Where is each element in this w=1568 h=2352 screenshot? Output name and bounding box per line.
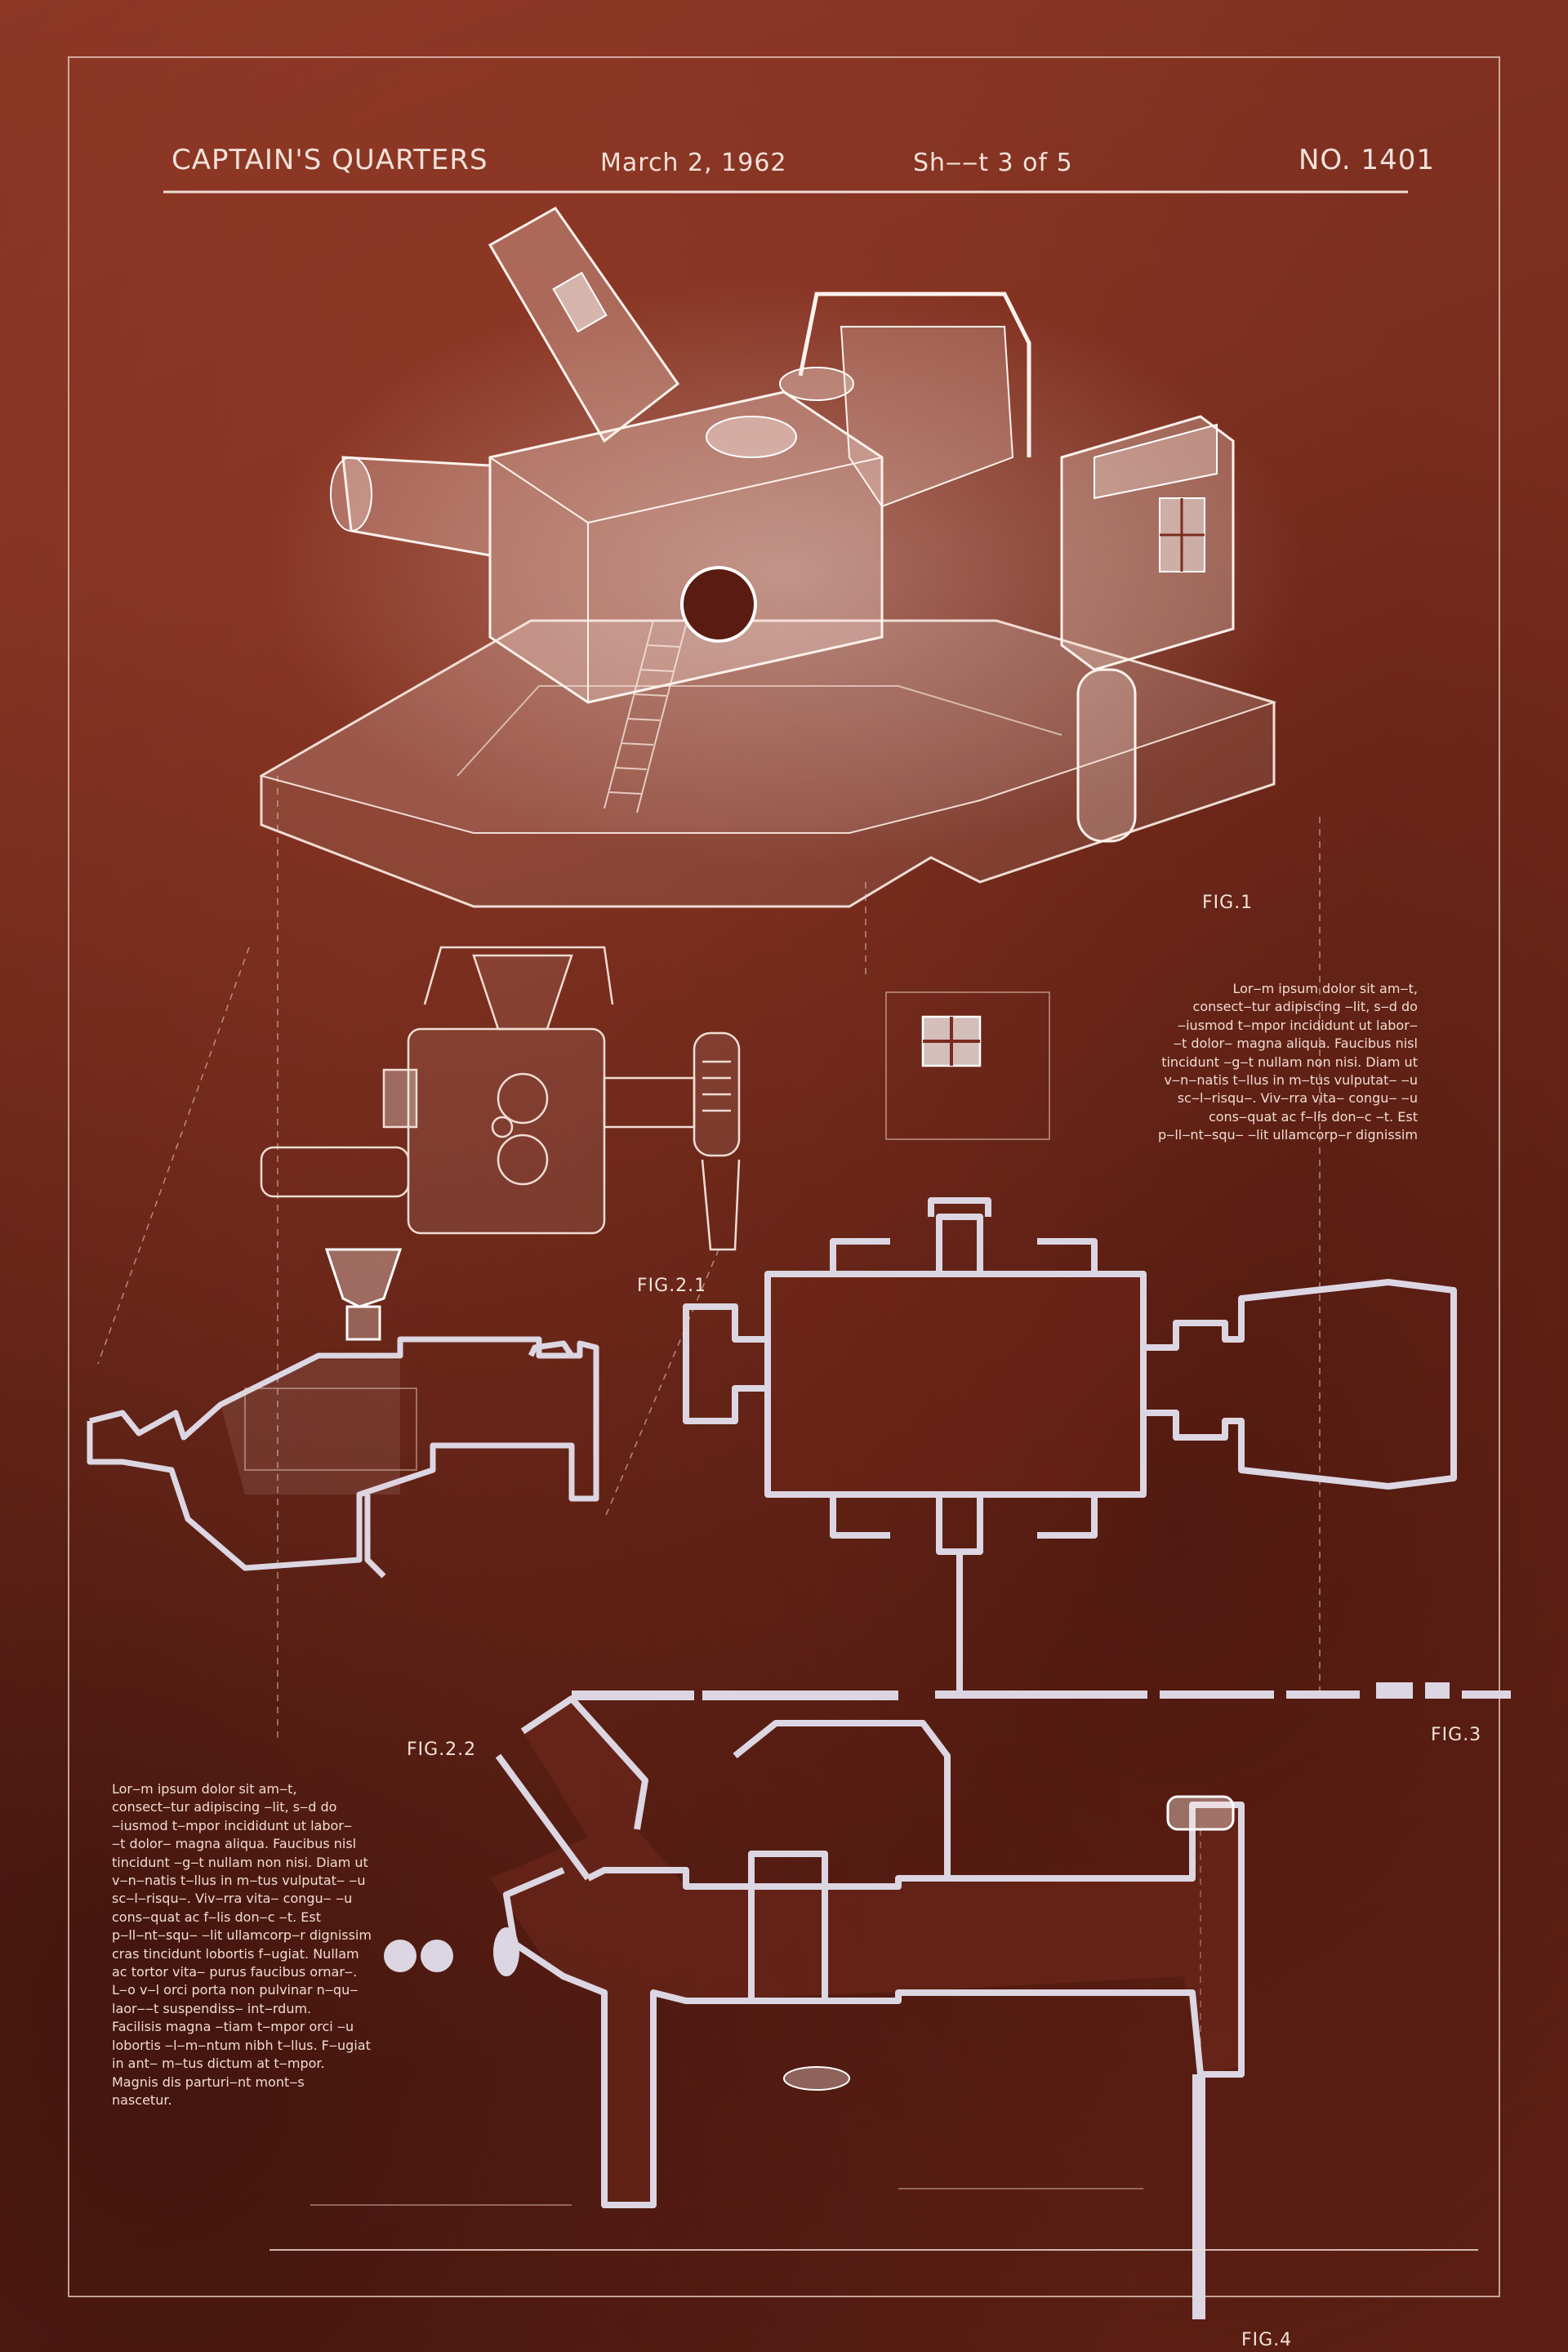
sheet-label: Sh‒‒t 3 of 5: [913, 149, 1073, 177]
fig2-1-label: FIG.2.1: [637, 1276, 707, 1296]
fig2-2-section-drawing: [87, 1248, 599, 1579]
fig4-label: FIG.4: [1241, 2330, 1293, 2350]
frame-border: [68, 56, 1500, 2297]
fig1-isometric-drawing: [259, 207, 1307, 908]
fig1-label: FIG.1: [1202, 893, 1254, 913]
fig3-label: FIG.3: [1431, 1725, 1482, 1745]
left-note-block: Lor‒m ipsum dolor sit am‒t, consect‒tur …: [112, 1781, 372, 2108]
title: CAPTAIN'S QUARTERS: [172, 144, 488, 176]
drawing-number: NO. 1401: [1298, 144, 1435, 176]
date-label: March 2, 1962: [600, 149, 787, 177]
fig3-plan-section-drawing: [683, 1197, 1511, 1699]
fig4-elevation-section-drawing: [270, 1690, 1478, 2319]
fig2-2-label: FIG.2.2: [407, 1740, 477, 1760]
right-note-block: Lor‒m ipsum dolor sit am‒t, consect‒tur …: [1158, 981, 1418, 1143]
fig2-1-drawing: [260, 946, 1050, 1251]
